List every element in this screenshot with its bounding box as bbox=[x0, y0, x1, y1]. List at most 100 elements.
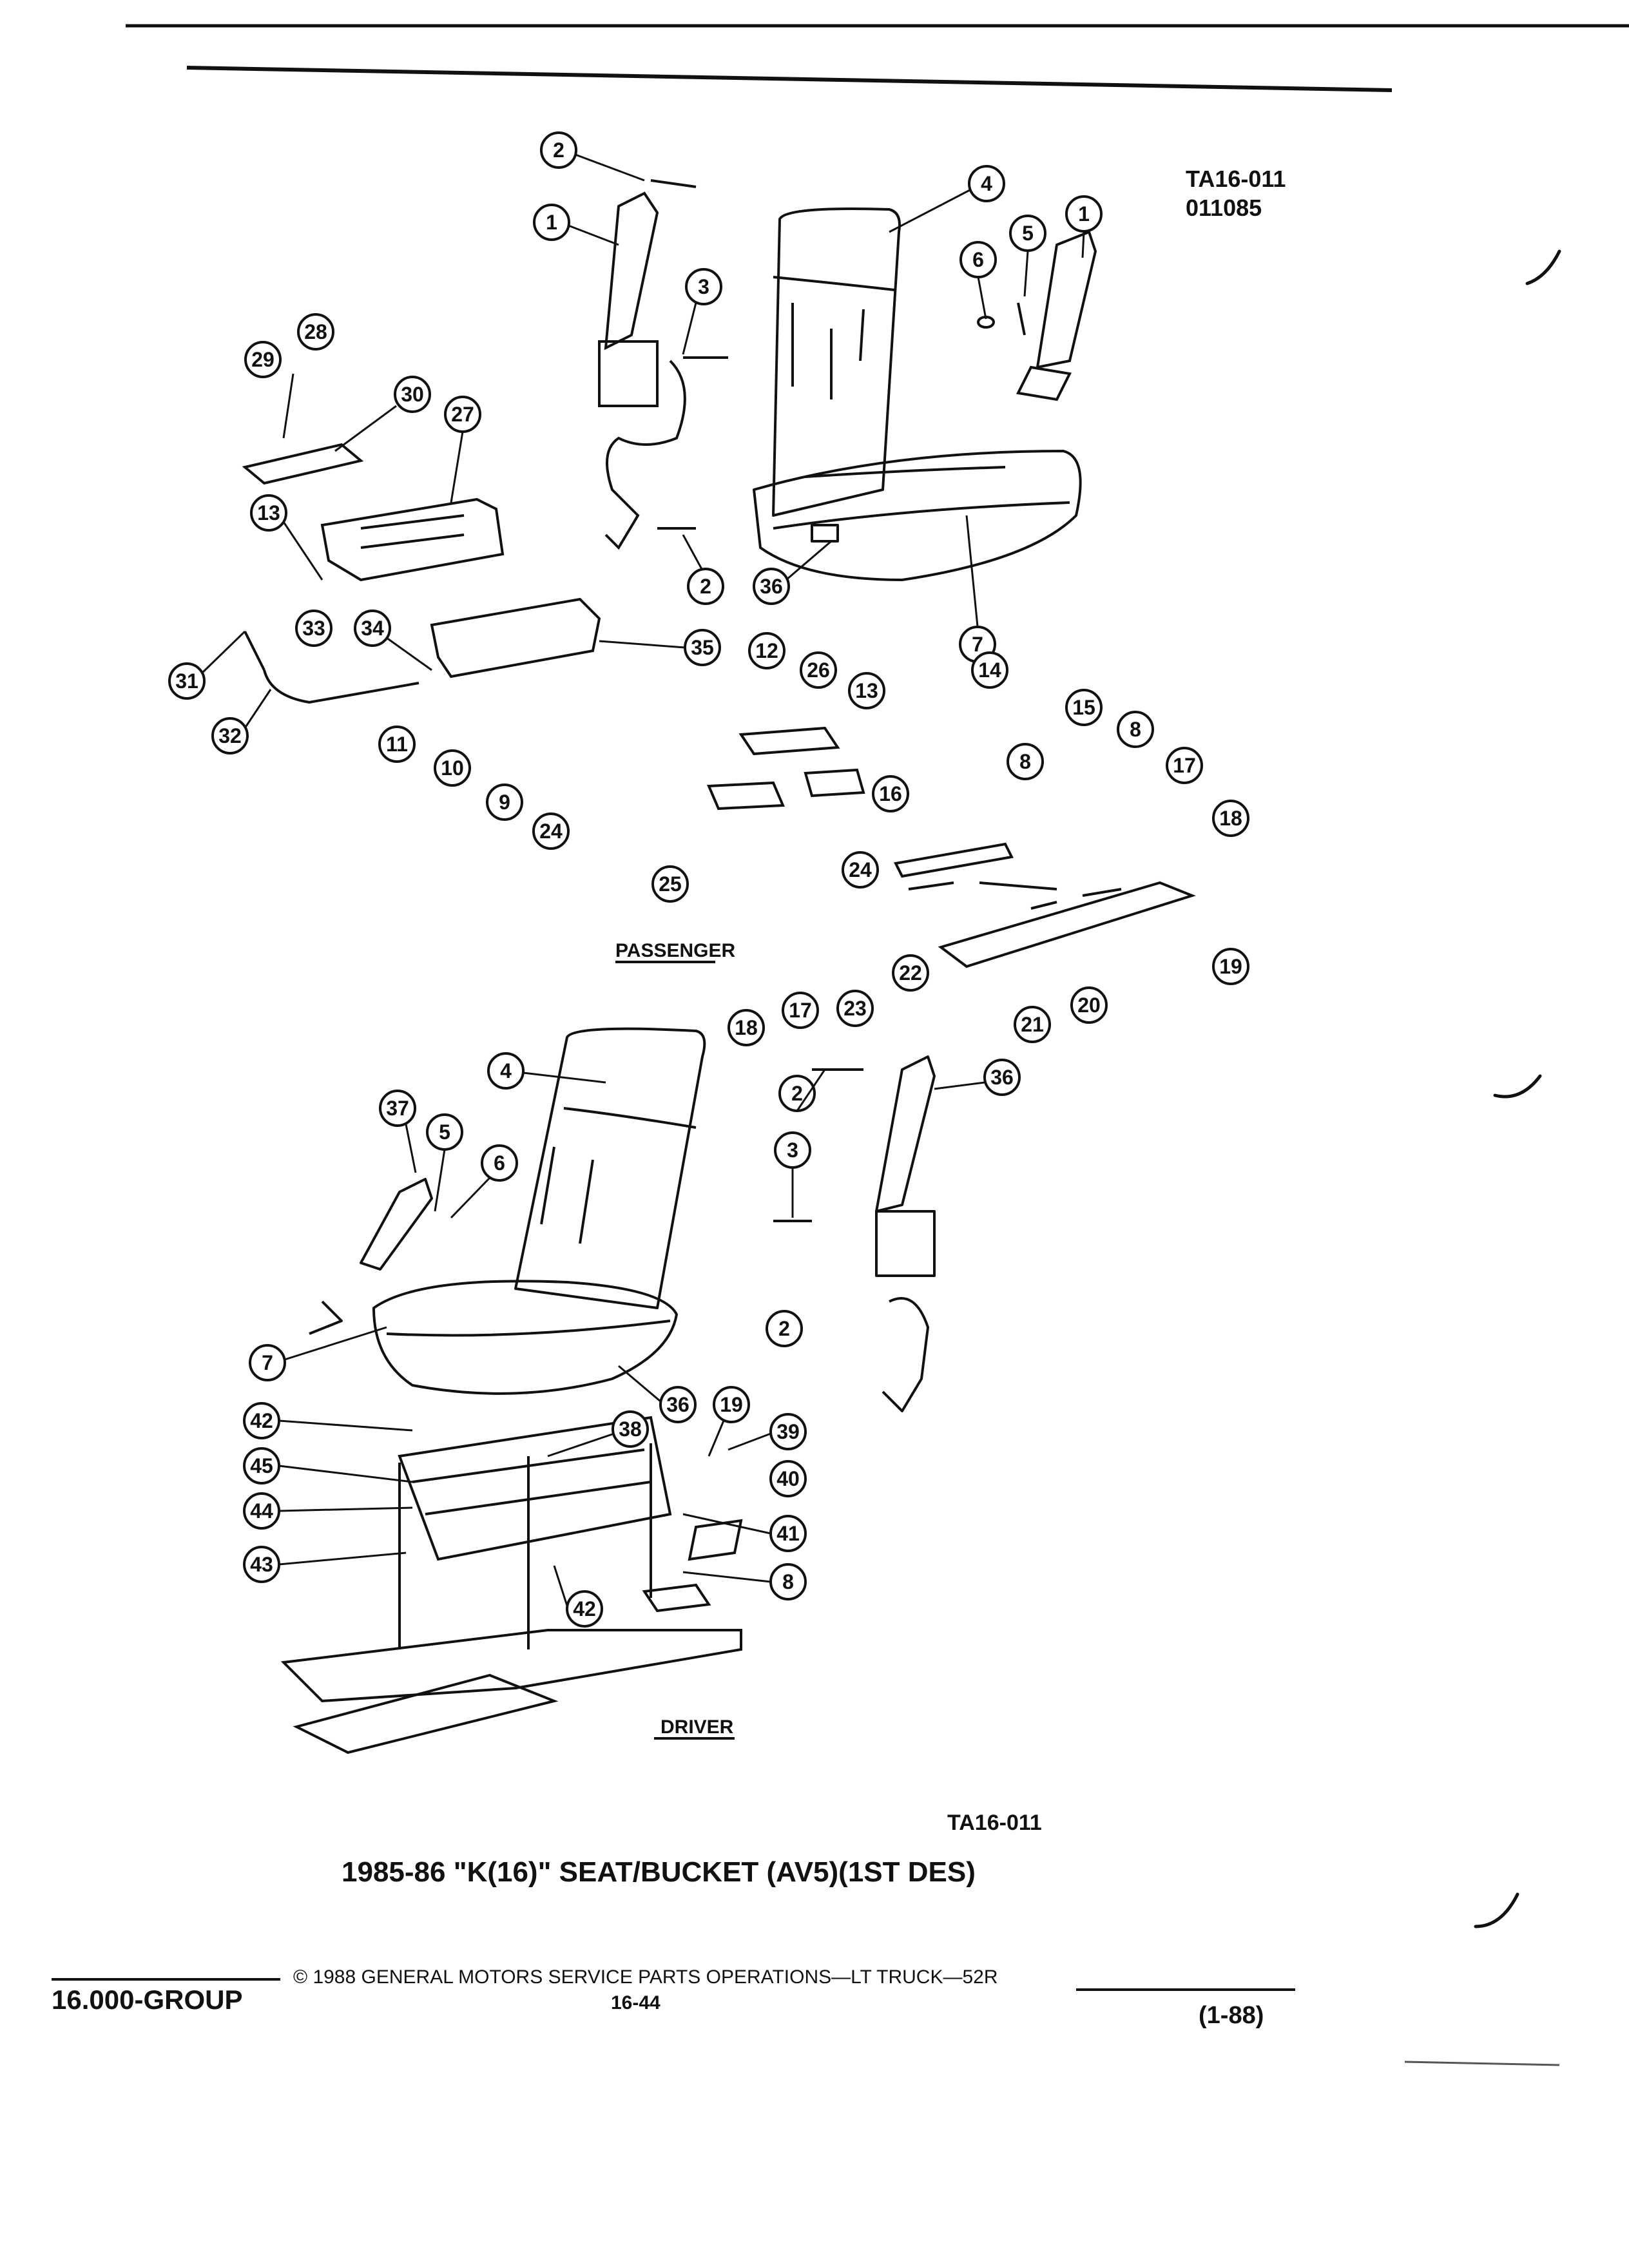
callout-bubble: 36 bbox=[753, 568, 790, 605]
svg-text:6: 6 bbox=[494, 1151, 505, 1175]
svg-text:3: 3 bbox=[787, 1139, 798, 1162]
figure-caption: 1985-86 "K(16)" SEAT/BUCKET (AV5)(1ST DE… bbox=[342, 1856, 976, 1888]
svg-text:8: 8 bbox=[1019, 750, 1031, 773]
svg-text:16: 16 bbox=[879, 782, 902, 805]
svg-text:37: 37 bbox=[386, 1097, 409, 1120]
svg-text:19: 19 bbox=[720, 1393, 743, 1416]
svg-text:11: 11 bbox=[386, 733, 408, 756]
callout-bubble: 15 bbox=[1065, 689, 1103, 726]
callout-bubble: 24 bbox=[532, 812, 570, 850]
svg-text:23: 23 bbox=[843, 997, 867, 1020]
callout-bubble: 31 bbox=[168, 662, 206, 700]
callout-bubble: 36 bbox=[659, 1386, 697, 1423]
svg-text:8: 8 bbox=[1130, 718, 1141, 741]
callout-bubble: 8 bbox=[1007, 743, 1044, 780]
callout-bubble: 8 bbox=[1117, 711, 1154, 748]
passenger-belt-left bbox=[598, 179, 728, 550]
svg-text:17: 17 bbox=[1173, 754, 1196, 777]
svg-text:13: 13 bbox=[855, 679, 878, 702]
footer-revision: (1-88) bbox=[1199, 2002, 1264, 2029]
svg-text:33: 33 bbox=[302, 617, 325, 640]
svg-text:7: 7 bbox=[972, 633, 983, 656]
callout-bubble: 2 bbox=[766, 1310, 803, 1347]
svg-text:29: 29 bbox=[251, 348, 275, 371]
footer-page-number: 16-44 bbox=[611, 1992, 660, 2013]
svg-text:18: 18 bbox=[735, 1016, 758, 1039]
svg-text:10: 10 bbox=[441, 756, 464, 780]
callout-bubble: 30 bbox=[394, 376, 431, 413]
callout-bubble: 17 bbox=[1166, 747, 1203, 784]
callout-bubble: 14 bbox=[971, 651, 1008, 689]
callout-bubble: 1 bbox=[533, 204, 570, 241]
callout-bubble: 40 bbox=[769, 1460, 807, 1497]
callout-bubble: 28 bbox=[297, 313, 334, 351]
callout-bubble: 41 bbox=[769, 1515, 807, 1552]
svg-text:24: 24 bbox=[849, 858, 872, 881]
figure-code-bottom: TA16-011 bbox=[947, 1811, 1042, 1835]
callout-bubble: 13 bbox=[250, 494, 287, 532]
callout-bubble: 2 bbox=[540, 131, 577, 169]
figure-date-code: 011085 bbox=[1186, 195, 1262, 221]
callout-bubble: 21 bbox=[1014, 1006, 1051, 1043]
callout-bubble: 13 bbox=[848, 672, 885, 709]
callout-bubble: 5 bbox=[426, 1113, 463, 1151]
svg-text:1: 1 bbox=[546, 211, 557, 234]
svg-text:2: 2 bbox=[778, 1317, 790, 1340]
callout-bubble: 20 bbox=[1070, 986, 1108, 1024]
callout-bubble: 34 bbox=[354, 610, 391, 647]
svg-text:32: 32 bbox=[218, 724, 242, 747]
footer-copyright: © 1988 GENERAL MOTORS SERVICE PARTS OPER… bbox=[293, 1966, 998, 1988]
callout-bubble: 23 bbox=[836, 990, 874, 1027]
svg-text:41: 41 bbox=[776, 1522, 800, 1545]
callout-bubble: 38 bbox=[612, 1410, 649, 1448]
callout-bubble: 1 bbox=[1065, 195, 1103, 233]
svg-text:19: 19 bbox=[1219, 955, 1242, 978]
svg-text:18: 18 bbox=[1219, 807, 1242, 830]
callout-bubble: 43 bbox=[243, 1546, 280, 1583]
driver-callouts: 4 37 5 6 7 36 19 38 42 45 44 43 42 39 40… bbox=[243, 1052, 1021, 1628]
svg-text:15: 15 bbox=[1072, 696, 1095, 719]
callout-bubble: 44 bbox=[243, 1492, 280, 1530]
callout-bubble: 25 bbox=[651, 865, 689, 903]
callout-bubble: 45 bbox=[243, 1447, 280, 1485]
svg-text:22: 22 bbox=[899, 961, 922, 985]
callout-bubble: 26 bbox=[800, 651, 837, 689]
svg-text:9: 9 bbox=[499, 791, 510, 814]
svg-text:17: 17 bbox=[789, 999, 812, 1022]
svg-text:5: 5 bbox=[439, 1120, 450, 1144]
svg-text:24: 24 bbox=[539, 820, 563, 843]
callout-bubble: 16 bbox=[872, 775, 909, 812]
passenger-leaders bbox=[200, 153, 1085, 729]
callout-bubble: 36 bbox=[983, 1059, 1021, 1096]
svg-text:20: 20 bbox=[1077, 994, 1101, 1017]
callout-bubble: 3 bbox=[774, 1131, 811, 1169]
svg-text:43: 43 bbox=[250, 1553, 273, 1576]
svg-text:36: 36 bbox=[760, 575, 783, 598]
svg-text:45: 45 bbox=[250, 1454, 273, 1477]
svg-text:21: 21 bbox=[1021, 1013, 1044, 1036]
callout-bubble: 8 bbox=[769, 1563, 807, 1600]
callout-bubble: 5 bbox=[1009, 215, 1046, 252]
driver-seat-illustration bbox=[309, 1027, 936, 1412]
passenger-view-label: PASSENGER bbox=[615, 940, 735, 961]
callout-bubble: 6 bbox=[481, 1144, 518, 1182]
svg-text:44: 44 bbox=[250, 1499, 273, 1523]
driver-leaders bbox=[278, 1069, 985, 1606]
svg-text:12: 12 bbox=[755, 639, 778, 662]
callout-bubble: 32 bbox=[211, 717, 249, 754]
svg-text:36: 36 bbox=[666, 1393, 689, 1416]
callout-bubble: 11 bbox=[378, 726, 416, 763]
figure-code-top: TA16-011 bbox=[1186, 166, 1286, 192]
svg-text:13: 13 bbox=[257, 501, 280, 524]
svg-text:14: 14 bbox=[978, 658, 1001, 682]
svg-text:40: 40 bbox=[776, 1467, 800, 1490]
svg-text:36: 36 bbox=[990, 1066, 1014, 1089]
callout-bubble: 42 bbox=[243, 1402, 280, 1439]
header-rules bbox=[126, 24, 1629, 92]
svg-text:5: 5 bbox=[1022, 222, 1034, 245]
driver-view-label: DRIVER bbox=[660, 1716, 734, 1738]
callout-bubble: 2 bbox=[687, 568, 724, 605]
callout-bubble: 39 bbox=[769, 1413, 807, 1450]
footer-group: 16.000-GROUP bbox=[52, 1984, 242, 2015]
